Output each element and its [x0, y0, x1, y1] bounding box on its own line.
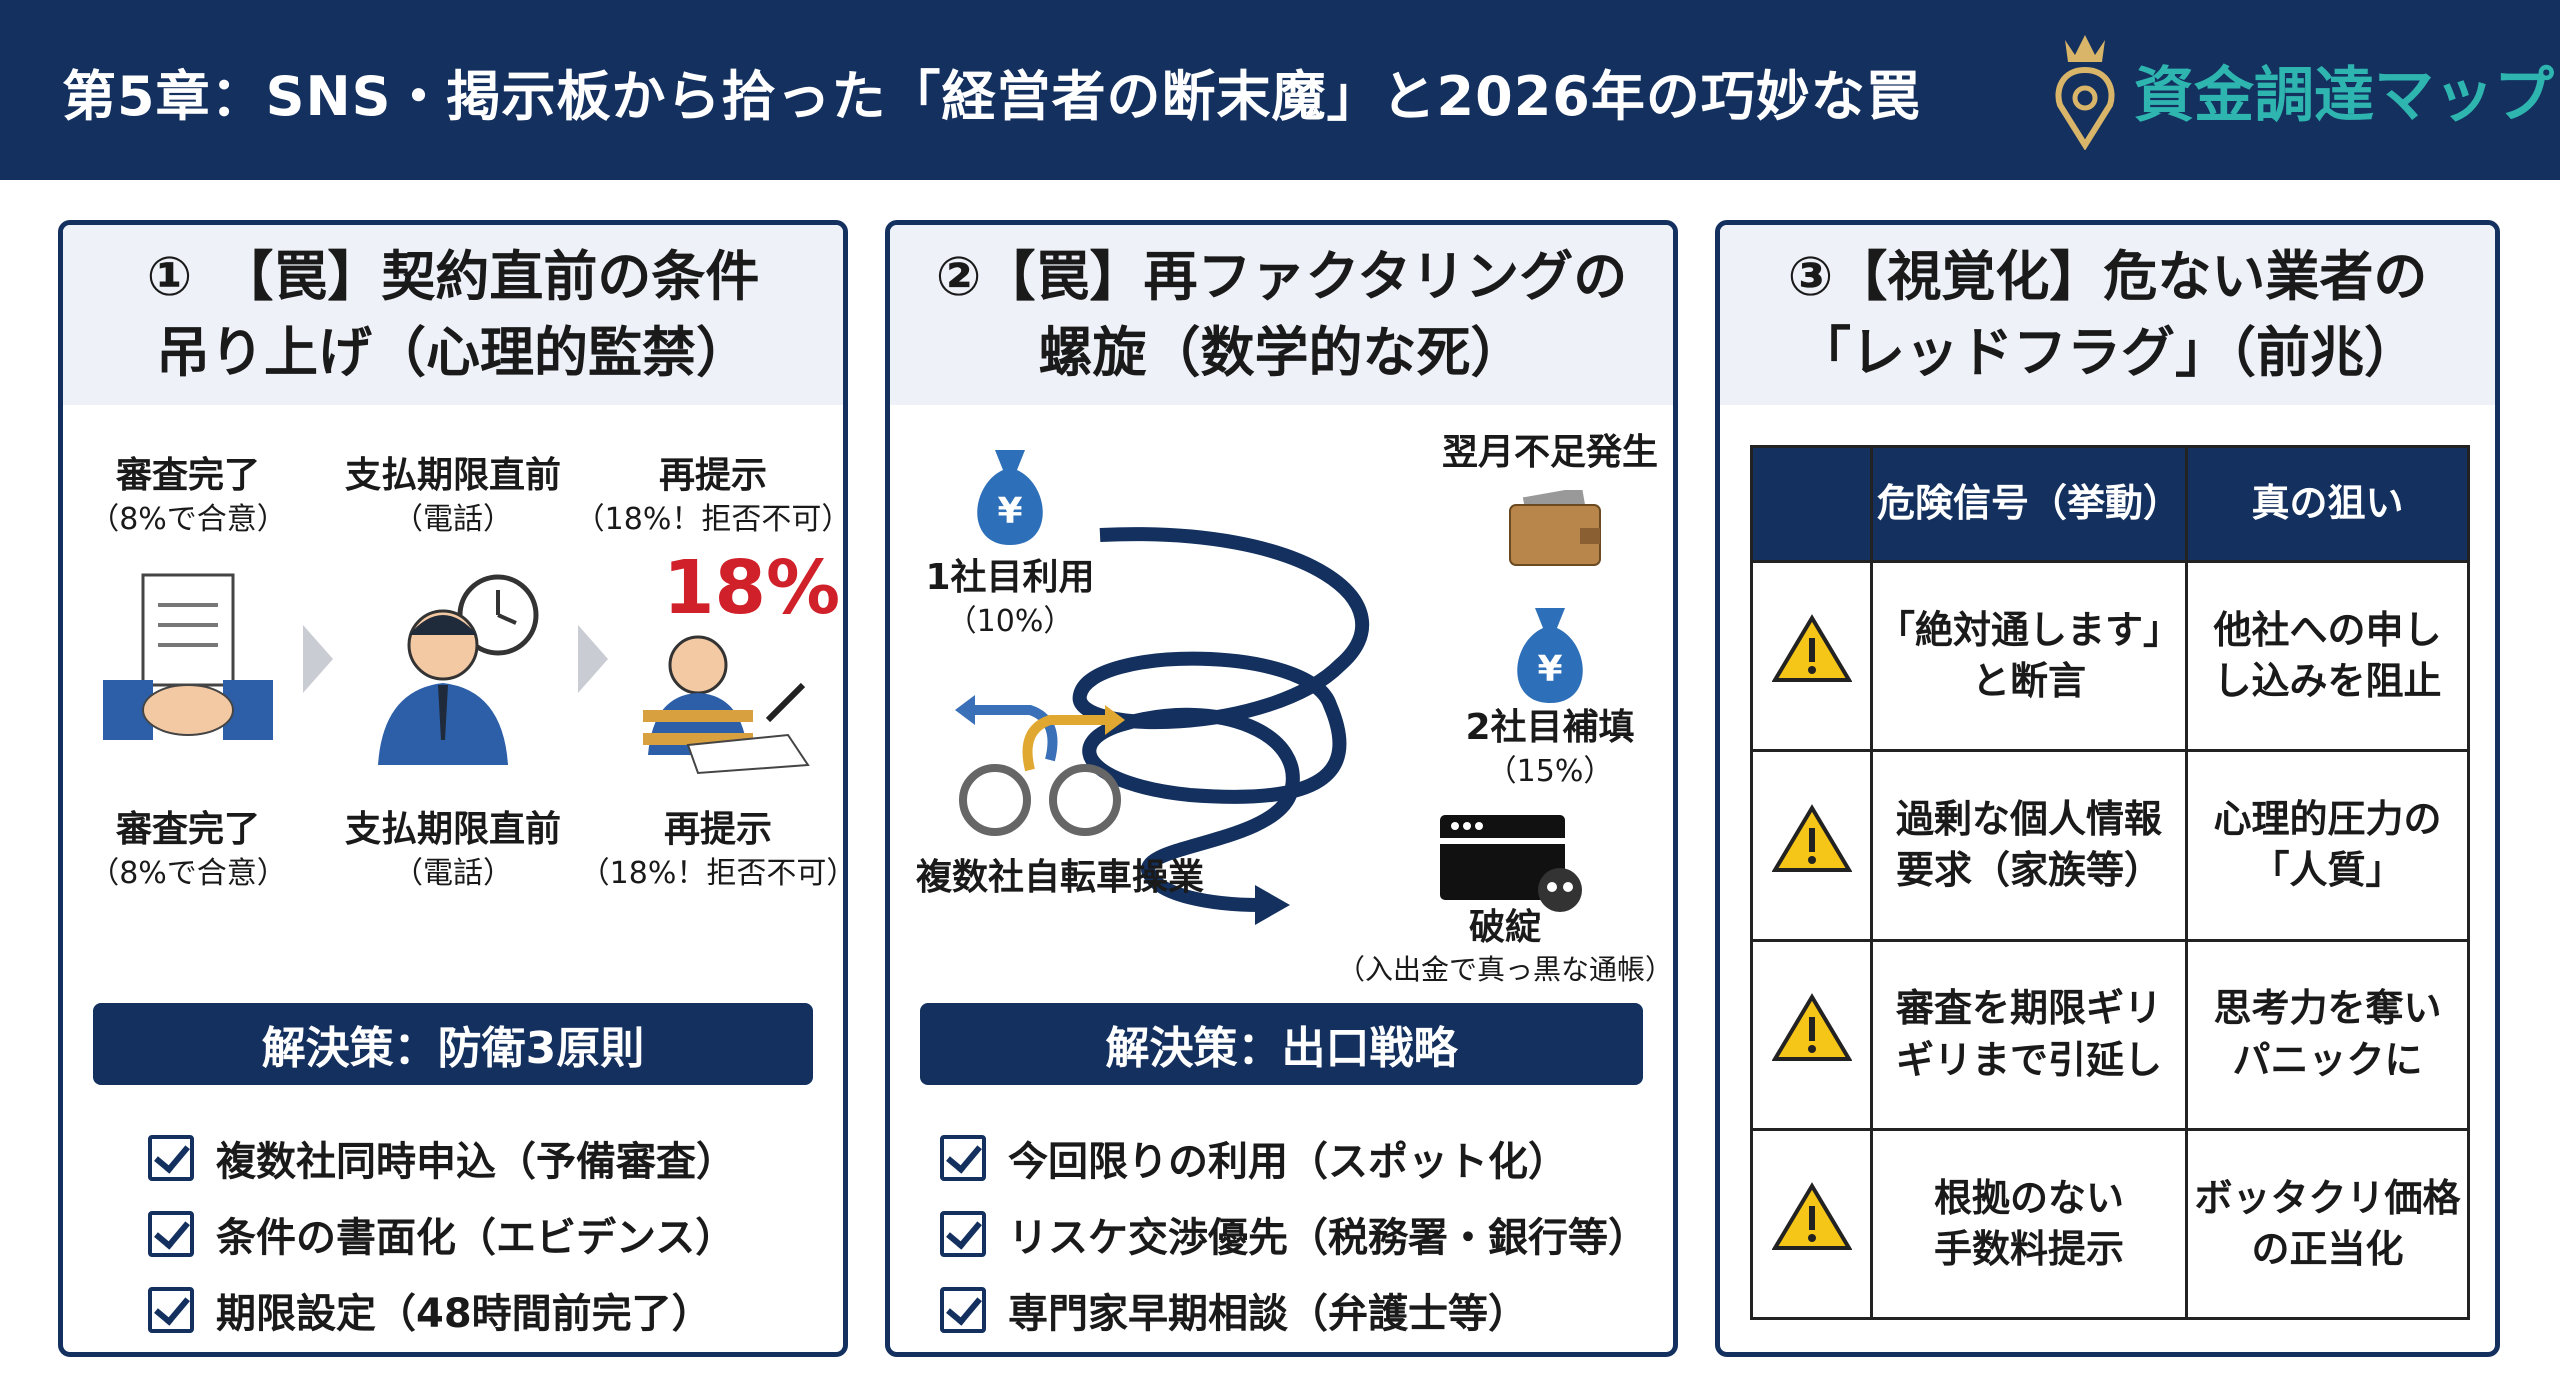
checkbox-checked-icon — [148, 1211, 194, 1257]
header: 第5章：SNS・掲示板から拾った「経営者の断末魔」と2026年の巧妙な罠 資金調… — [0, 0, 2560, 180]
check-item: 条件の書面化（エビデンス） — [148, 1196, 736, 1272]
yen-money-bag-icon: ¥ — [977, 450, 1043, 545]
svg-text:¥: ¥ — [997, 491, 1022, 532]
check-item-label: 条件の書面化（エビデンス） — [216, 1215, 736, 1261]
tied-businessman-signing-icon — [643, 635, 810, 775]
logo: 資金調達マップ — [2050, 30, 2554, 150]
signal-cell: 「絶対通します」 と断言 — [1870, 559, 2188, 753]
aim-cell: 心理的圧力の 「人質」 — [2185, 749, 2470, 942]
bankbook-skull-icon — [1440, 815, 1582, 912]
warning-icon — [1750, 1127, 1873, 1321]
check-item-label: 期限設定（48時間前完了） — [216, 1291, 712, 1337]
svg-text:¥: ¥ — [1537, 649, 1562, 690]
signal-cell: 根拠のない 手数料提示 — [1870, 1127, 2188, 1321]
warning-icon — [1750, 749, 1873, 942]
checkbox-checked-icon — [940, 1135, 986, 1181]
panicked-businessman-phone-icon — [378, 574, 539, 765]
aim-cell: 他社への申し し込みを阻止 — [2185, 559, 2470, 753]
map-pin-crown-icon — [2055, 35, 2115, 150]
checkbox-checked-icon — [940, 1211, 986, 1257]
logo-text: 資金調達マップ — [2134, 60, 2554, 131]
table-row: 「絶対通します」 と断言他社への申し し込みを阻止 — [1750, 559, 2470, 753]
checklist: 今回限りの利用（スポット化） リスケ交渉優先（税務署・銀行等） 専門家早期相談（… — [940, 1120, 1648, 1348]
header-aim: 真の狙い — [2185, 445, 2470, 563]
panel-refactoring-spiral: ②【罠】再ファクタリングの 螺旋（数学的な死） ¥ 1社目利用（10%） 翌月不… — [885, 220, 1678, 1357]
step-before-deadline: 支払期限直前（電話） — [344, 455, 561, 537]
panel-contract-trap: ① 【罠】契約直前の条件 吊り上げ（心理的監禁） 審査完了（8%で合意） 支払期… — [58, 220, 848, 1357]
spiral-arrow-icon — [1072, 527, 1369, 925]
check-item-label: 今回限りの利用（スポット化） — [1008, 1139, 1568, 1185]
table-row: 審査を期限ギリ ギリまで引延し思考力を奪い パニックに — [1750, 938, 2470, 1131]
check-item-label: リスケ交渉優先（税務署・銀行等） — [1008, 1215, 1648, 1261]
check-item: 複数社同時申込（予備審査） — [148, 1120, 736, 1196]
panel-red-flags: ③【視覚化】危ない業者の 「レッドフラグ」（前兆） 危険信号（挙動）真の狙い 「… — [1715, 220, 2500, 1357]
header-icon-col — [1750, 445, 1873, 563]
panel-title: ① 【罠】契約直前の条件 吊り上げ（心理的監禁） — [63, 225, 843, 405]
step-re-offer-repeat: 再提示（18%！拒否不可） — [579, 809, 848, 891]
warning-icon — [1750, 559, 1873, 753]
check-item: リスケ交渉優先（税務署・銀行等） — [940, 1196, 1648, 1272]
red-flag-table: 危険信号（挙動）真の狙い 「絶対通します」 と断言他社への申し し込みを阻止 過… — [1750, 445, 2470, 1321]
step-re-offer: 再提示（18%！拒否不可） — [574, 455, 848, 537]
signal-cell: 審査を期限ギリ ギリまで引延し — [1870, 938, 2188, 1131]
checkbox-checked-icon — [148, 1287, 194, 1333]
rate-18-percent: 18% — [663, 545, 841, 631]
table-header-row: 危険信号（挙動）真の狙い — [1750, 445, 2470, 563]
handshake-document-icon — [103, 573, 273, 740]
checkbox-checked-icon — [940, 1287, 986, 1333]
check-item: 今回限りの利用（スポット化） — [940, 1120, 1648, 1196]
step-before-deadline-repeat: 支払期限直前（電話） — [344, 809, 561, 891]
arrow-right-icon — [303, 625, 333, 693]
solution-banner: 解決策：出口戦略 — [920, 1003, 1643, 1085]
arrow-right-icon — [578, 625, 608, 693]
multi-company-cycling: 複数社自転車操業 — [915, 857, 1204, 898]
bankruptcy: 破綻（入出金で真っ黒な通帳） — [1336, 907, 1673, 986]
check-item: 期限設定（48時間前完了） — [148, 1272, 736, 1348]
check-item-label: 専門家早期相談（弁護士等） — [1008, 1291, 1528, 1337]
header-signal: 危険信号（挙動） — [1870, 445, 2188, 563]
step-review-done: 審査完了（8%で合意） — [89, 455, 287, 537]
solution-banner: 解決策：防衛3原則 — [93, 1003, 813, 1085]
checklist: 複数社同時申込（予備審査） 条件の書面化（エビデンス） 期限設定（48時間前完了… — [148, 1120, 736, 1348]
warning-icon — [1750, 938, 1873, 1131]
empty-wallet-icon — [1509, 490, 1601, 566]
first-company-use: 1社目利用（10%） — [925, 557, 1095, 639]
check-item: 専門家早期相談（弁護士等） — [940, 1272, 1648, 1348]
aim-cell: 思考力を奪い パニックに — [2185, 938, 2470, 1131]
second-company-fill: 2社目補填（15%） — [1465, 707, 1635, 789]
table-row: 過剰な個人情報 要求（家族等）心理的圧力の 「人質」 — [1750, 749, 2470, 942]
table-row: 根拠のない 手数料提示ボッタクリ価格 の正当化 — [1750, 1127, 2470, 1321]
bicycle-cycling-arrows-icon — [955, 695, 1125, 836]
panel-title: ③【視覚化】危ない業者の 「レッドフラグ」（前兆） — [1720, 225, 2495, 405]
checkbox-checked-icon — [148, 1135, 194, 1181]
aim-cell: ボッタクリ価格 の正当化 — [2185, 1127, 2470, 1321]
next-month-shortage: 翌月不足発生 — [1441, 432, 1658, 473]
panel-title: ②【罠】再ファクタリングの 螺旋（数学的な死） — [890, 225, 1673, 405]
signal-cell: 過剰な個人情報 要求（家族等） — [1870, 749, 2188, 942]
check-item-label: 複数社同時申込（予備審査） — [216, 1139, 736, 1185]
page-title: 第5章：SNS・掲示板から拾った「経営者の断末魔」と2026年の巧妙な罠 — [62, 65, 1921, 128]
yen-money-bag-icon: ¥ — [1517, 608, 1583, 703]
step-review-done-repeat: 審査完了（8%で合意） — [89, 809, 287, 891]
